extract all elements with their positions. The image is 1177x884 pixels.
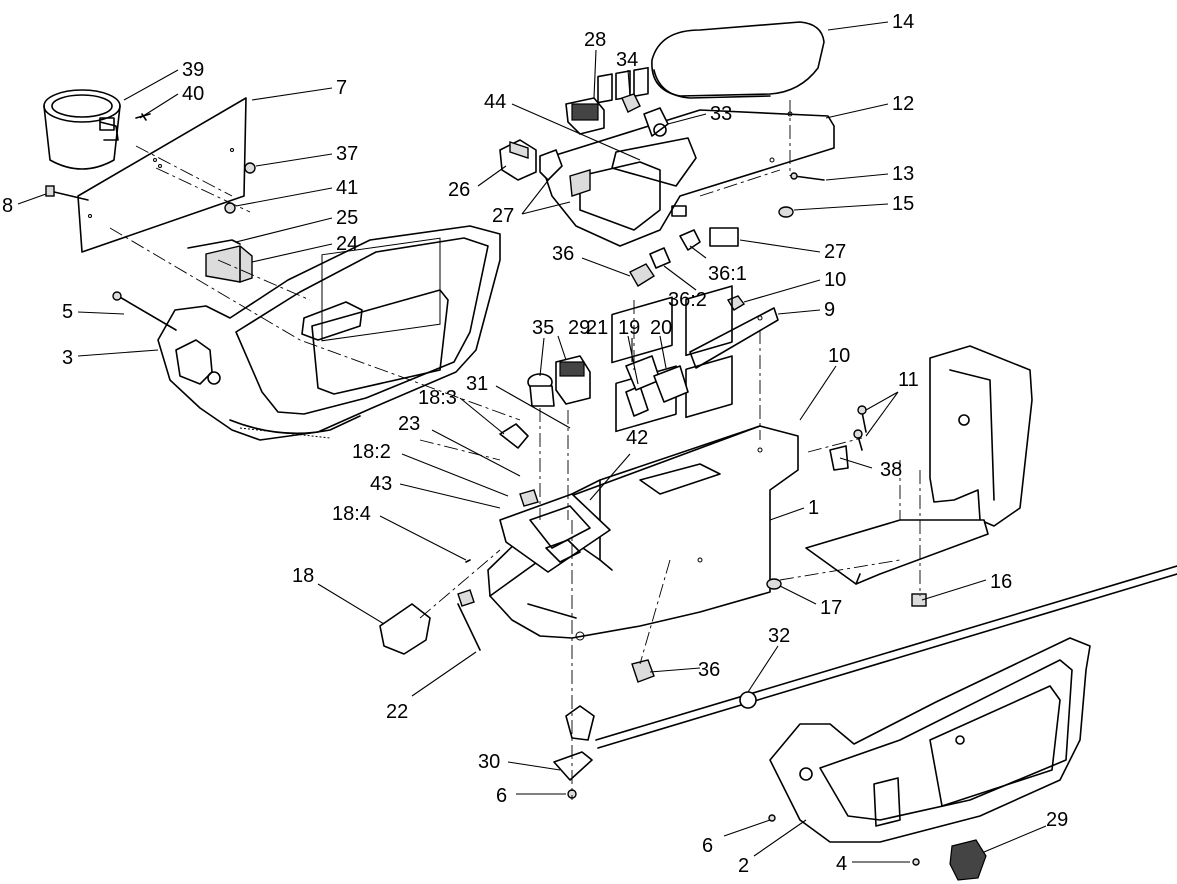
callout-36-1: 36:1	[708, 263, 747, 285]
mount-plate	[77, 97, 247, 253]
plate-42-43	[499, 489, 611, 573]
callout-36-top: 36	[552, 243, 574, 265]
callout-18-2: 18:2	[352, 441, 391, 463]
armrest	[651, 21, 825, 99]
callout-40: 40	[182, 83, 204, 105]
hardware-37-41-40-8	[45, 162, 256, 214]
switches-35-29-21-19-20	[527, 355, 689, 417]
callout-18-3: 18:3	[418, 387, 457, 409]
callout-27-top: 27	[492, 205, 514, 227]
callout-20: 20	[650, 317, 672, 339]
callout-17: 17	[820, 597, 842, 619]
callout-23: 23	[398, 413, 420, 435]
callout-13: 13	[892, 163, 914, 185]
callout-21: 21	[586, 317, 608, 339]
callout-33: 33	[710, 103, 732, 125]
callout-29-bottom: 29	[1046, 809, 1068, 831]
callout-4: 4	[836, 853, 847, 875]
left-side-panel	[157, 225, 501, 441]
callout-9: 9	[824, 299, 835, 321]
callout-8: 8	[2, 195, 13, 217]
bracket-24-25	[187, 239, 253, 283]
callout-1: 1	[808, 497, 819, 519]
cup-holder	[43, 89, 121, 170]
callout-16: 16	[990, 571, 1012, 593]
callout-28: 28	[584, 29, 606, 51]
hardware-13-15	[778, 172, 825, 218]
callout-31: 31	[466, 373, 488, 395]
callout-12: 12	[892, 93, 914, 115]
callout-10-top: 10	[824, 269, 846, 291]
callout-27-right: 27	[824, 241, 846, 263]
connectors-36	[629, 229, 701, 287]
callout-38: 38	[880, 459, 902, 481]
callout-2: 2	[738, 855, 749, 877]
leader-lines	[17, 21, 1047, 863]
callout-6-right: 6	[702, 835, 713, 857]
knob-29	[949, 839, 987, 881]
callout-35: 35	[532, 317, 554, 339]
callout-39: 39	[182, 59, 204, 81]
callout-18-4: 18:4	[332, 503, 371, 525]
right-support-bracket	[805, 345, 1033, 585]
callout-29-top: 29	[568, 317, 590, 339]
callout-41: 41	[336, 177, 358, 199]
callout-18: 18	[292, 565, 314, 587]
callout-3: 3	[62, 347, 73, 369]
callout-22: 22	[386, 701, 408, 723]
hardware-11-38-17-16	[766, 405, 927, 607]
callout-44: 44	[484, 91, 506, 113]
callout-11: 11	[898, 369, 919, 391]
callout-37: 37	[336, 143, 358, 165]
callout-7: 7	[336, 77, 347, 99]
top-console	[539, 66, 835, 247]
bolt-5	[112, 291, 177, 331]
callout-43: 43	[370, 473, 392, 495]
callout-6-left: 6	[496, 785, 507, 807]
parts-28-34-33	[565, 93, 669, 137]
callout-36-2: 36:2	[668, 289, 707, 311]
callout-15: 15	[892, 193, 914, 215]
callout-42: 42	[626, 427, 648, 449]
callout-25: 25	[336, 207, 358, 229]
parts-18	[379, 423, 529, 655]
callout-10-mid: 10	[828, 345, 850, 367]
callout-14: 14	[892, 11, 914, 33]
callout-32: 32	[768, 625, 790, 647]
callout-36-bottom: 36	[698, 659, 720, 681]
callout-26: 26	[448, 179, 470, 201]
switches-26-27	[499, 139, 739, 247]
callout-labels: 14 28 34 39 40 7 44 33 12 37 26 13 41 8 …	[2, 11, 1068, 877]
callout-24: 24	[336, 233, 358, 255]
callout-30: 30	[478, 751, 500, 773]
right-side-panel	[769, 637, 1091, 843]
cable-32	[553, 565, 1177, 866]
callout-19: 19	[618, 317, 640, 339]
callout-5: 5	[62, 301, 73, 323]
callout-34: 34	[616, 49, 638, 71]
alignment-lines	[109, 100, 921, 800]
center-frame	[487, 285, 799, 641]
